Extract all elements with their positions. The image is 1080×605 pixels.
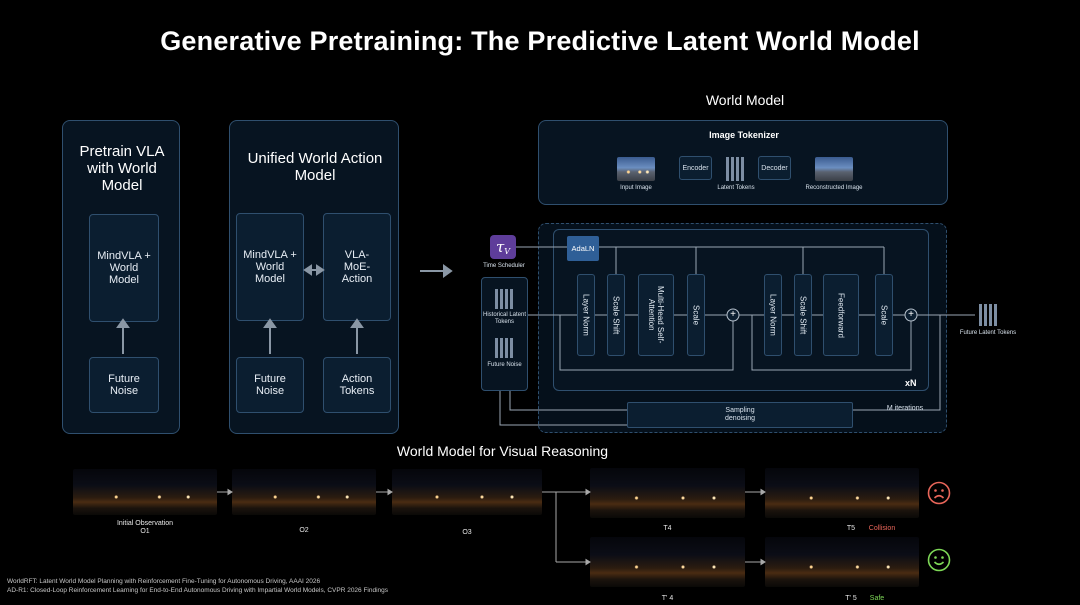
unified-world-action-title: Unified World Action Model <box>247 150 383 184</box>
historical-tokens-bars <box>493 289 515 309</box>
adaln-label: AdaLN <box>571 244 595 253</box>
reconstructed-image-thumb <box>815 157 853 181</box>
plus-sign-2: + <box>908 309 914 320</box>
multi-head-attention-block: Multi-Head Self-Attention <box>638 274 674 356</box>
layer-norm-block-1: Layer Norm <box>577 274 595 356</box>
image-tokenizer-title: Image Tokenizer <box>709 130 779 140</box>
scale-block-1: Scale <box>687 274 705 356</box>
visual-reasoning-title: World Model for Visual Reasoning <box>396 443 609 459</box>
future-latent-bars <box>977 304 999 326</box>
decoder-box: Decoder <box>758 156 791 180</box>
happy-face-icon <box>927 548 951 572</box>
vla-moe-action-box: VLA-MoE-Action <box>323 213 391 321</box>
collision-label: Collision <box>868 525 896 532</box>
decoder-label: Decoder <box>761 164 788 172</box>
unified-world-action-panel: Unified World Action Model MindVLA + Wor… <box>229 120 399 434</box>
future-noise-box: Future Noise <box>89 357 159 413</box>
tau-symbol: τ <box>495 238 505 256</box>
pretrain-vla-panel: Pretrain VLA with World Model MindVLA + … <box>62 120 180 434</box>
repeat-xn-label: xN <box>905 378 917 388</box>
layer-norm-block-2: Layer Norm <box>764 274 782 356</box>
caption-o3: O3 <box>462 529 472 536</box>
scale-shift-block-2: Scale Shift <box>794 274 812 356</box>
world-model-title: World Model <box>705 92 785 108</box>
scale-block-2: Scale <box>875 274 893 356</box>
pretrain-vla-title: Pretrain VLA with World Model <box>79 143 165 194</box>
latent-tokens-bars <box>726 157 746 181</box>
input-image-thumb <box>617 157 655 181</box>
latent-tokens-label: Latent Tokens <box>717 185 755 191</box>
future-noise-bars <box>493 338 515 358</box>
frame-t5-prime <box>765 537 919 587</box>
m-iterations-label: M iterations <box>886 405 924 412</box>
scale-shift-block-1: Scale Shift <box>607 274 625 356</box>
sampling-denoising-box: Sampling denoising <box>627 402 853 428</box>
mindvla-world-model-box: MindVLA + World Model <box>89 214 159 322</box>
plus-sign-1: + <box>730 309 736 320</box>
future-noise-label: Future Noise <box>487 362 522 368</box>
feedforward-block: Feedforward <box>823 274 859 356</box>
sad-face-icon <box>927 481 951 505</box>
time-scheduler-label: Time Scheduler <box>483 263 525 269</box>
action-tokens-box: Action Tokens <box>323 357 391 413</box>
tau-subscript: V <box>504 246 511 256</box>
image-tokenizer-panel: Image Tokenizer Input Image Encoder Late… <box>538 120 948 205</box>
historical-tokens-label: Historical Latent Tokens <box>482 312 527 325</box>
frame-t4 <box>590 468 745 518</box>
reconstructed-image-label: Reconstructed Image <box>805 185 863 191</box>
encoder-box: Encoder <box>679 156 712 180</box>
caption-t5-prime: T' 5 <box>845 595 857 602</box>
caption-t4-prime: T' 4 <box>661 595 674 602</box>
frame-o3 <box>392 469 542 515</box>
footnote-2: AD-R1: Closed-Loop Reinforcement Learnin… <box>7 587 389 594</box>
input-token-stack <box>481 277 528 391</box>
footnote-1: WorldRFT: Latent World Model Planning wi… <box>7 578 321 585</box>
caption-t4: T4 <box>663 525 672 532</box>
frame-t4-prime <box>590 537 745 587</box>
caption-o1: Initial Observation O1 <box>116 520 174 535</box>
caption-o2: O2 <box>299 527 309 534</box>
caption-t5: T5 <box>846 525 856 532</box>
frame-o1 <box>73 469 217 515</box>
sampling-denoising-label: Sampling denoising <box>725 407 755 422</box>
adaln-box: AdaLN <box>567 236 599 261</box>
frame-t5 <box>765 468 919 518</box>
input-image-label: Input Image <box>620 185 652 191</box>
page-title: Generative Pretraining: The Predictive L… <box>160 26 920 56</box>
encoder-label: Encoder <box>682 164 709 172</box>
future-noise-box-2: Future Noise <box>236 357 304 413</box>
frame-o2 <box>232 469 376 515</box>
safe-label: Safe <box>869 595 885 602</box>
future-latent-label: Future Latent Tokens <box>959 330 1017 336</box>
